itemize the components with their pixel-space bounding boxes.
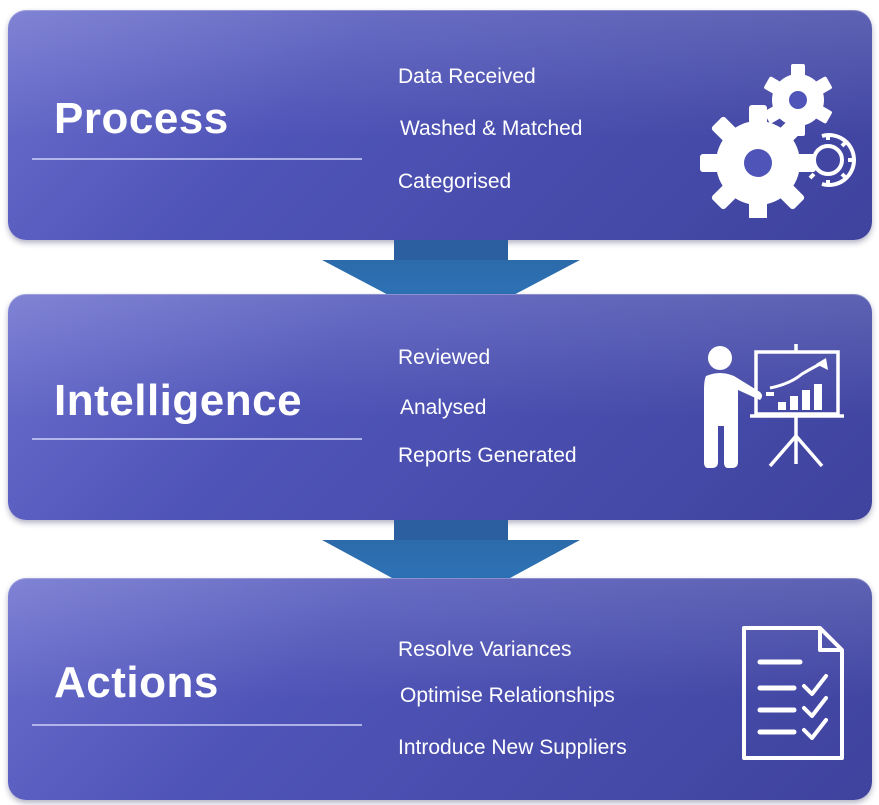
actions-step-3: Introduce New Suppliers — [398, 736, 627, 759]
process-divider — [32, 158, 362, 160]
actions-panel: Actions Resolve Variances Optimise Relat… — [8, 578, 872, 800]
actions-step-1: Resolve Variances — [398, 638, 572, 661]
intelligence-step-1: Reviewed — [398, 346, 491, 369]
intelligence-title: Intelligence — [54, 376, 303, 425]
actions-title: Actions — [54, 658, 219, 707]
actions-step-2: Optimise Relationships — [400, 684, 615, 707]
intelligence-step-3: Reports Generated — [398, 444, 577, 467]
presenter-chart-icon — [704, 344, 844, 468]
process-step-3: Categorised — [398, 170, 512, 193]
gears-icon — [700, 64, 856, 218]
process-step-2: Washed & Matched — [400, 117, 583, 140]
process-title: Process — [54, 94, 229, 143]
process-step-1: Data Received — [398, 65, 536, 88]
intelligence-panel: Intelligence Reviewed Analysed Reports G… — [8, 294, 872, 520]
down-arrow-2 — [322, 520, 580, 610]
intelligence-divider — [32, 438, 362, 440]
intelligence-step-2: Analysed — [400, 396, 487, 419]
actions-divider — [32, 724, 362, 726]
process-panel: Process Data Received Washed & Matched C… — [8, 10, 872, 240]
checklist-document-icon — [742, 626, 844, 760]
